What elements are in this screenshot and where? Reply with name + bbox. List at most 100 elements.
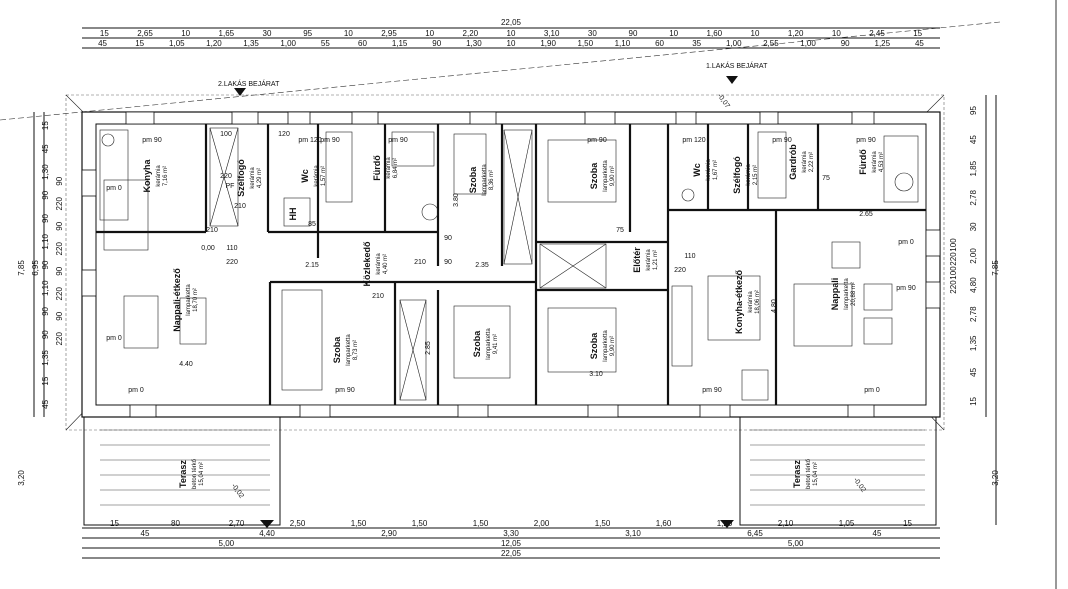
room-floor: lamparketta — [844, 278, 850, 310]
room-area: 6,84 m² — [393, 158, 399, 178]
floor-level-label: pm 120 — [682, 137, 705, 144]
room-name: Fürdő — [372, 155, 382, 181]
opening-size-label: 210 — [372, 293, 384, 300]
room-area: 4,53 m² — [879, 152, 885, 172]
dimension-top-row: 90 — [629, 29, 638, 38]
dimension-right-col: 4,80 — [969, 277, 978, 293]
dimension-top-row: 1,00 — [280, 39, 296, 48]
dimension-top-row: 1,25 — [875, 39, 891, 48]
dimension-right-col: 30 — [969, 222, 978, 231]
floor-level-label: pm 0 — [128, 387, 144, 394]
dimension-bottom-row: 1,50 — [412, 519, 428, 528]
dimension-top-row: 45 — [98, 39, 107, 48]
dimension-right-total: 3,20 — [991, 470, 1000, 486]
dimension-top-row: 15 — [100, 29, 109, 38]
dimension-top-row: 90 — [432, 39, 441, 48]
entrance-label-left: 2.LAKÁS BEJÁRAT — [218, 79, 280, 88]
room-name: Terasz — [178, 460, 188, 488]
dimension-top-row: 10 — [507, 29, 516, 38]
dimension-top-row: 1,00 — [800, 39, 816, 48]
opening-size-label: 75 — [616, 227, 624, 234]
dimension-top-row: 1,20 — [206, 39, 222, 48]
floor-level-label: pm 0 — [106, 185, 122, 192]
dimension-top-row: 10 — [751, 29, 760, 38]
terrace-left — [83, 416, 281, 526]
terrace-right — [739, 416, 937, 526]
dimension-right-outer: 220 — [949, 280, 958, 294]
dimension-bottom-row: 2,50 — [290, 519, 306, 528]
pf-label: PF — [226, 183, 235, 190]
opening-size-label: 210 — [414, 259, 426, 266]
room-area: 15,04 m² — [813, 462, 819, 486]
dimension-top-row: 2,45 — [869, 29, 885, 38]
dimension-bottom-total: 22,05 — [501, 549, 522, 558]
room-area: 9,90 m² — [610, 166, 616, 186]
opening-size-label: 85 — [308, 221, 316, 228]
dimension-top-row: 10 — [669, 29, 678, 38]
dimension-bottom-row: 1,60 — [656, 519, 672, 528]
opening-size-label: 100 — [220, 131, 232, 138]
dimension-left-outer: 90 — [55, 221, 64, 230]
dimension-bottom-row: 1,20 — [717, 519, 733, 528]
room-area: 4,29 m² — [257, 168, 263, 188]
dimension-left-col: 45 — [41, 399, 50, 408]
floor-level-label: pm 90 — [856, 137, 876, 144]
room-name: Szoba — [589, 332, 599, 359]
dimension-top-row: 10 — [507, 39, 516, 48]
room-area: 15,04 m² — [199, 462, 205, 486]
room-floor: kerámia — [872, 151, 878, 173]
floor-level-label: pm 90 — [772, 137, 792, 144]
inner-dimension: 4.80 — [771, 299, 778, 313]
dimension-right-col: 15 — [969, 396, 978, 405]
room-area: 1,57 m² — [321, 166, 327, 186]
room-floor: kerámia — [376, 253, 382, 275]
dimension-left-col: 15 — [41, 121, 50, 130]
dimension-bottom-row: 6,45 — [747, 529, 763, 538]
dimension-bottom-row: 1,50 — [473, 519, 489, 528]
room-name: Előtér — [632, 247, 642, 273]
floor-level-label: pm 0 — [864, 387, 880, 394]
opening-size-label: 210 — [206, 227, 218, 234]
room-floor: lamparketta — [186, 284, 192, 316]
inner-dimension: 2.65 — [859, 211, 873, 218]
inner-dimension: 2.85 — [425, 341, 432, 355]
dimension-left-total: 3,20 — [17, 470, 26, 486]
dimension-bottom-row: 80 — [171, 519, 180, 528]
floor-level-label: pm 90 — [335, 387, 355, 394]
opening-size-label: 220 — [674, 267, 686, 274]
dimension-bottom-row: 2,10 — [778, 519, 794, 528]
room-floor: beton térkő — [192, 458, 198, 489]
room-name: Szélfogó — [732, 156, 742, 194]
room-area: 20,88 m² — [851, 282, 857, 306]
entrance-arrow-right — [726, 76, 738, 84]
floor-level-label: pm 0 — [898, 239, 914, 246]
room-name: Szélfogó — [236, 159, 246, 197]
room-name: Wc — [300, 169, 310, 183]
opening-size-label: 90 — [444, 259, 452, 266]
dimension-left-col: 90 — [41, 190, 50, 199]
dimension-top-row: 30 — [263, 29, 272, 38]
dimension-left-col: 90 — [41, 260, 50, 269]
interior-outline — [95, 123, 927, 406]
room-name: Szoba — [472, 330, 482, 357]
dimension-top-row: 1,10 — [615, 39, 631, 48]
floor-level-label: pm 90 — [142, 137, 162, 144]
room-name: Közlekedő — [362, 241, 372, 287]
room-area: 2,15 m² — [753, 165, 759, 185]
dimension-right-col: 2,78 — [969, 189, 978, 205]
dimension-right-outer: 220 — [949, 252, 958, 266]
room-area: 1,67 m² — [713, 160, 719, 180]
opening-size-label: 110 — [684, 253, 695, 260]
inner-dimension: 4.40 — [179, 361, 193, 368]
floor-level-label: pm 90 — [702, 387, 722, 394]
opening-size-label: 120 — [278, 131, 290, 138]
room-name: Konyha — [142, 159, 152, 193]
dimension-top-row: 2,20 — [463, 29, 479, 38]
dimension-bottom-row: 3,10 — [625, 529, 641, 538]
